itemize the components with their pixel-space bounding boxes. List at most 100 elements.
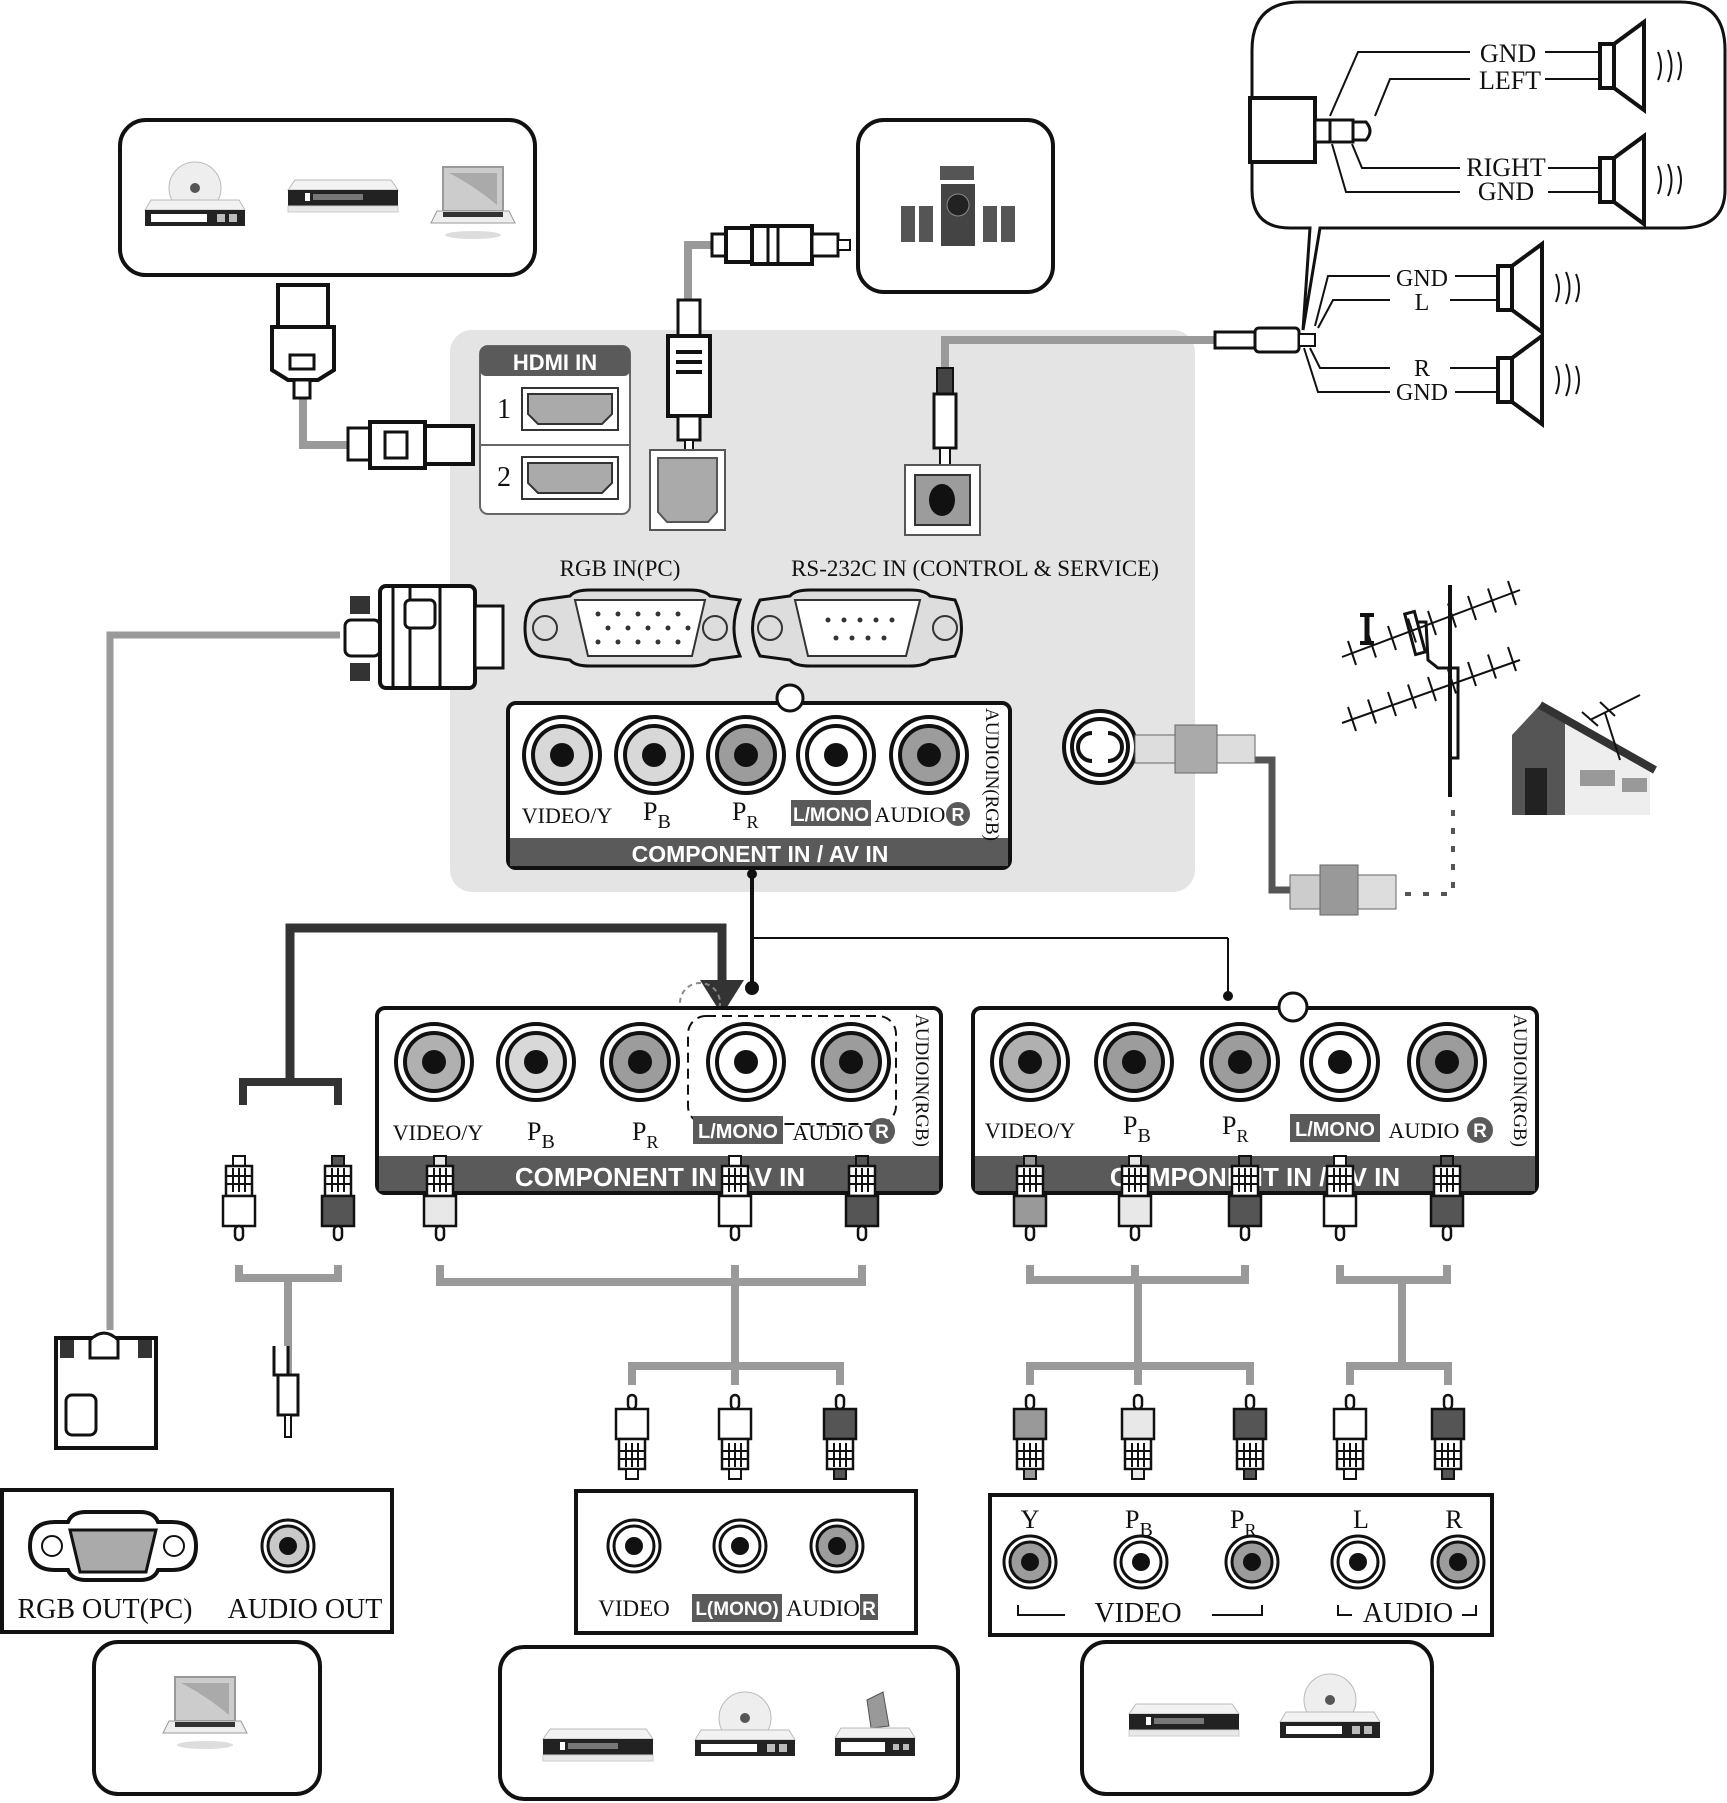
hdmi-source-devices-box bbox=[118, 118, 537, 277]
right-audio-label: AUDIO bbox=[1389, 1118, 1460, 1143]
speaker-l: L bbox=[1415, 290, 1430, 316]
comp-out-audio-group-label: AUDIO bbox=[1363, 1598, 1453, 1629]
left-audio-in-rgb-label: AUDIOIN(RGB) bbox=[911, 1014, 932, 1147]
tv-video-y-label: VIDEO/Y bbox=[522, 803, 613, 828]
av-audio-label: AUDIO bbox=[786, 1596, 860, 1621]
right-audio-r-badge: R bbox=[1473, 1121, 1487, 1142]
rf-antenna-port[interactable] bbox=[1062, 709, 1138, 785]
antenna-icon bbox=[1341, 580, 1521, 797]
right-pb-jack[interactable] bbox=[1094, 1022, 1174, 1102]
tv-audio-label: AUDIO bbox=[875, 802, 946, 827]
pin bbox=[595, 639, 601, 645]
right-audio-l-jack[interactable] bbox=[1300, 1022, 1380, 1102]
component-device-box bbox=[1080, 1640, 1434, 1796]
pin bbox=[605, 625, 611, 631]
left-component-band-label: COMPONENT IN / AV IN bbox=[515, 1162, 805, 1192]
cable-trees bbox=[235, 1265, 1452, 1390]
hdmi-in-header: HDMI IN bbox=[513, 350, 597, 375]
left-pb-jack[interactable] bbox=[496, 1022, 576, 1102]
pin bbox=[675, 611, 681, 617]
av-audio-r-jack[interactable] bbox=[809, 1518, 865, 1574]
tv-video-y-jack[interactable] bbox=[522, 715, 602, 795]
antenna-element bbox=[1427, 610, 1437, 636]
pin bbox=[645, 625, 651, 631]
comp-out-pb-jack[interactable] bbox=[1113, 1534, 1169, 1590]
left-lmono-label: L/MONO bbox=[698, 1121, 778, 1143]
antenna-element bbox=[1507, 646, 1517, 672]
left-audio-label: AUDIO bbox=[793, 1120, 864, 1145]
tv-audio-r-jack[interactable] bbox=[889, 715, 969, 795]
audio-out-jack[interactable] bbox=[260, 1518, 316, 1574]
rgb-in-port[interactable] bbox=[523, 588, 743, 668]
left-pr-label: PR bbox=[632, 1117, 658, 1152]
comp-out-y-jack[interactable] bbox=[1002, 1534, 1058, 1590]
antenna-element bbox=[1487, 588, 1497, 613]
hdmi-port-2[interactable] bbox=[521, 456, 619, 500]
left-video-y-jack[interactable] bbox=[394, 1022, 474, 1102]
av-video-jack[interactable] bbox=[606, 1518, 662, 1574]
optical-cable bbox=[666, 224, 851, 451]
av-lmono-label: L(MONO) bbox=[695, 1599, 778, 1620]
av-device-box bbox=[498, 1645, 960, 1801]
speaker-wiring-callout: GND LEFT RIGHT GND bbox=[1248, 0, 1727, 331]
callout-gnd-bottom: GND bbox=[1478, 177, 1534, 206]
optical-audio-port[interactable] bbox=[649, 449, 726, 531]
right-pr-jack[interactable] bbox=[1200, 1022, 1280, 1102]
right-pb-label: PB bbox=[1123, 1111, 1151, 1147]
rgb-out-port[interactable] bbox=[27, 1510, 199, 1582]
tv-pr-jack[interactable] bbox=[706, 715, 786, 795]
antenna-element bbox=[1407, 684, 1417, 709]
comp-out-l-jack[interactable] bbox=[1330, 1534, 1386, 1590]
pin bbox=[881, 635, 887, 641]
left-pr-jack[interactable] bbox=[600, 1022, 680, 1102]
av-output-panel: VIDEO L(MONO) AUDIO R bbox=[574, 1489, 918, 1635]
comp-out-r-label: R bbox=[1445, 1505, 1463, 1534]
antenna-element bbox=[1467, 661, 1477, 687]
av-r-badge: R bbox=[862, 1599, 876, 1620]
speaker-gnd-bottom: GND bbox=[1396, 380, 1448, 406]
pin bbox=[635, 639, 641, 645]
comp-out-y-label: Y bbox=[1021, 1505, 1040, 1534]
comp-out-pr-jack[interactable] bbox=[1224, 1534, 1280, 1590]
tv-pr-label: PR bbox=[732, 797, 758, 832]
av-audio-l-jack[interactable] bbox=[712, 1518, 768, 1574]
pin bbox=[685, 625, 691, 631]
tv-lmono-label: L/MONO bbox=[793, 805, 869, 826]
antenna-element bbox=[1507, 580, 1517, 606]
pin bbox=[665, 625, 671, 631]
antenna-element bbox=[1467, 595, 1477, 621]
set-top-box-icon bbox=[287, 179, 399, 213]
comp-out-r-jack[interactable] bbox=[1430, 1534, 1486, 1590]
rca-plugs-lower bbox=[614, 1393, 1466, 1481]
speaker-gnd-top: GND bbox=[1396, 266, 1448, 292]
right-audio-r-jack[interactable] bbox=[1407, 1022, 1487, 1102]
pin bbox=[857, 617, 863, 623]
pc-device-box bbox=[92, 1640, 322, 1796]
antenna-element bbox=[1347, 640, 1357, 666]
left-audio-l-jack[interactable] bbox=[706, 1022, 786, 1102]
right-video-y-jack[interactable] bbox=[990, 1022, 1070, 1102]
pin bbox=[615, 639, 621, 645]
pin bbox=[655, 611, 661, 617]
callout-gnd-top: GND bbox=[1480, 39, 1536, 68]
house-icon bbox=[1512, 694, 1657, 815]
pin bbox=[873, 617, 879, 623]
rs232-port[interactable] bbox=[751, 588, 963, 668]
headphone-jack[interactable] bbox=[904, 464, 981, 536]
pin bbox=[675, 639, 681, 645]
hdmi-in-block: HDMI IN 1 2 bbox=[479, 345, 631, 515]
antenna-element bbox=[1387, 691, 1397, 717]
pin bbox=[865, 635, 871, 641]
hdmi-port-1[interactable] bbox=[521, 387, 619, 431]
rgb-out-label: RGB OUT(PC) bbox=[17, 1594, 192, 1625]
tv-pb-jack[interactable] bbox=[614, 715, 694, 795]
left-audio-r-jack[interactable] bbox=[811, 1022, 891, 1102]
coax-cable bbox=[1134, 724, 1455, 916]
hdmi-port-1-label: 1 bbox=[497, 394, 511, 425]
speaker-r: R bbox=[1414, 356, 1430, 382]
right-lmono-label: L/MONO bbox=[1295, 1119, 1375, 1141]
antenna-element bbox=[1367, 699, 1377, 724]
antenna-element bbox=[1447, 669, 1457, 694]
tv-audio-l-jack[interactable] bbox=[796, 715, 876, 795]
